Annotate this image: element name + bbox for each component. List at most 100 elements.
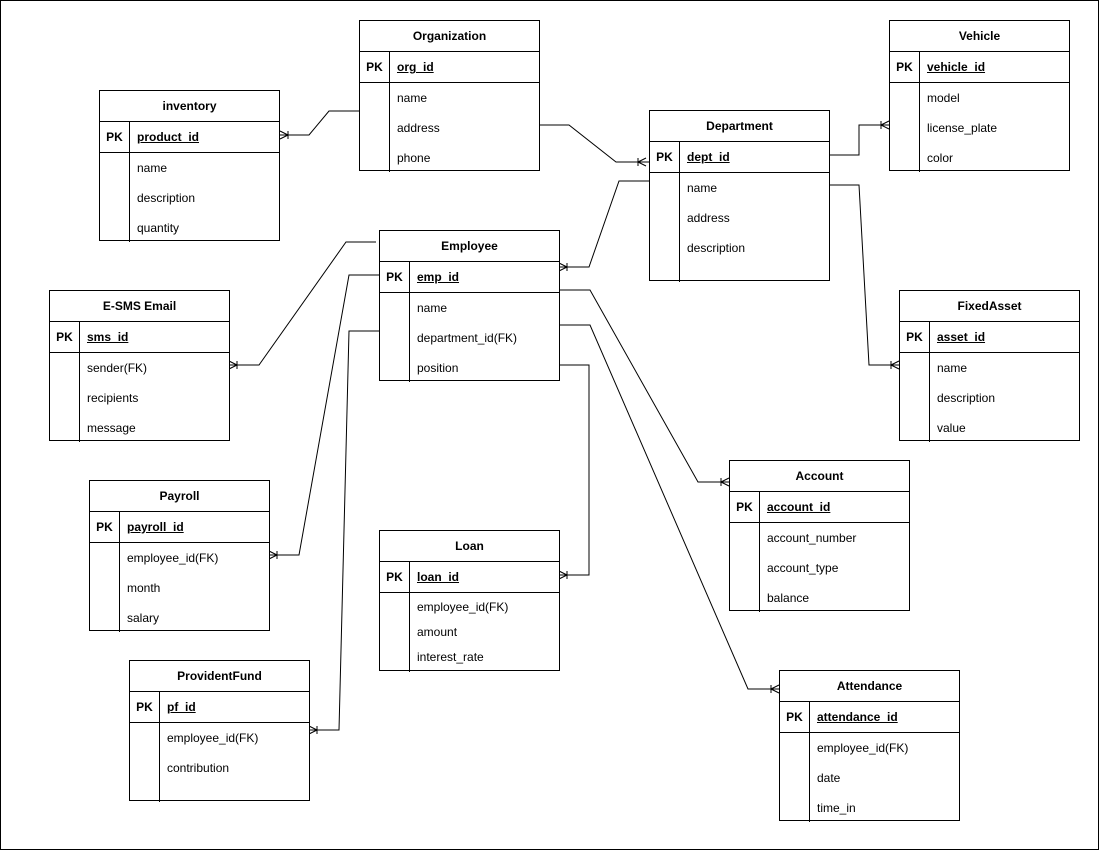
field: interest_rate: [417, 650, 484, 664]
rel-department-vehicle: [829, 124, 889, 156]
field: name: [397, 91, 428, 105]
entity-providentfund[interactable]: ProvidentFund PK pf_id employee_id(FK) c…: [129, 660, 310, 802]
field: time_in: [817, 801, 856, 815]
entity-organization[interactable]: Organization PK org_id name address phon…: [359, 20, 540, 172]
entity-department[interactable]: Department PK dept_id name address descr…: [649, 110, 830, 282]
field: account_type: [767, 561, 839, 575]
field: employee_id(FK): [167, 731, 259, 745]
field: date: [817, 771, 841, 785]
entity-inventory[interactable]: inventory PK product_id name description…: [99, 90, 280, 242]
rel-organization-inventory: [280, 110, 359, 136]
pk-row: PK dept_id: [650, 142, 829, 173]
field: account_number: [767, 531, 857, 545]
entity-vehicle[interactable]: Vehicle PK vehicle_id model license_plat…: [889, 20, 1070, 172]
pk-row: PK asset_id: [900, 322, 1079, 353]
field: color: [927, 151, 954, 165]
field: sender(FK): [87, 361, 148, 375]
pk-row: PK sms_id: [50, 322, 229, 353]
entity-esms-email[interactable]: E-SMS Email PK sms_id sender(FK) recipie…: [49, 290, 230, 442]
rel-organization-department: [539, 124, 649, 163]
field: employee_id(FK): [817, 741, 909, 755]
field: name: [687, 181, 718, 195]
entity-title: Organization: [360, 21, 539, 52]
pk-field: vehicle_id: [927, 60, 986, 74]
field-list: employee_id(FK) month salary: [90, 543, 269, 632]
field: name: [137, 161, 168, 175]
field-list: name description value: [900, 353, 1079, 442]
pk-field: asset_id: [937, 330, 986, 344]
entity-fixedasset[interactable]: FixedAsset PK asset_id name description …: [899, 290, 1080, 442]
pk-label: PK: [50, 322, 80, 352]
field: month: [127, 581, 161, 595]
pk-label: PK: [900, 322, 930, 352]
entity-title: E-SMS Email: [50, 291, 229, 322]
field: employee_id(FK): [127, 551, 219, 565]
entity-title: inventory: [100, 91, 279, 122]
field-list: employee_id(FK) contribution: [130, 723, 309, 802]
pk-label: PK: [890, 52, 920, 82]
pk-field: product_id: [137, 130, 199, 144]
pk-label: PK: [650, 142, 680, 172]
rel-employee-esms: [229, 241, 376, 366]
crowfoot-icon: [558, 262, 568, 272]
entity-attendance[interactable]: Attendance PK attendance_id employee_id(…: [779, 670, 960, 822]
pk-field: loan_id: [417, 570, 460, 584]
field-list: name address phone: [360, 83, 539, 172]
pk-row: PK vehicle_id: [890, 52, 1069, 83]
field: amount: [417, 625, 458, 639]
field: employee_id(FK): [417, 600, 509, 614]
crowfoot-icon: [228, 360, 238, 370]
entity-loan[interactable]: Loan PK loan_id employee_id(FK) amount i…: [379, 530, 560, 672]
field: message: [87, 421, 136, 435]
entity-title: Employee: [380, 231, 559, 262]
field: address: [687, 211, 730, 225]
field: department_id(FK): [417, 331, 518, 345]
pk-field: dept_id: [687, 150, 730, 164]
field: salary: [127, 611, 160, 625]
pk-label: PK: [730, 492, 760, 522]
field-list: employee_id(FK) amount interest_rate: [380, 593, 559, 672]
pk-field: org_id: [397, 60, 434, 74]
field: phone: [397, 151, 431, 165]
field-list: name address description: [650, 173, 829, 282]
pk-label: PK: [360, 52, 390, 82]
entity-employee[interactable]: Employee PK emp_id name department_id(FK…: [379, 230, 560, 382]
pk-row: PK attendance_id: [780, 702, 959, 733]
crowfoot-icon: [268, 550, 278, 560]
pk-row: PK payroll_id: [90, 512, 269, 543]
pk-label: PK: [380, 262, 410, 292]
entity-title: Account: [730, 461, 909, 492]
pk-row: PK account_id: [730, 492, 909, 523]
entity-title: Loan: [380, 531, 559, 562]
field: recipients: [87, 391, 139, 405]
rel-department-employee: [559, 180, 649, 268]
pk-field: emp_id: [417, 270, 460, 284]
field: address: [397, 121, 440, 135]
field: description: [137, 191, 196, 205]
rel-department-fixedasset: [829, 184, 899, 366]
field: description: [687, 241, 746, 255]
crowfoot-icon: [880, 120, 890, 130]
entity-title: FixedAsset: [900, 291, 1079, 322]
pk-field: payroll_id: [127, 520, 184, 534]
crowfoot-icon: [279, 130, 289, 140]
entity-title: ProvidentFund: [130, 661, 309, 692]
pk-row: PK org_id: [360, 52, 539, 83]
crowfoot-icon: [558, 570, 568, 580]
rel-employee-loan: [559, 364, 590, 576]
field-list: employee_id(FK) date time_in: [780, 733, 959, 822]
field: name: [417, 301, 448, 315]
pk-label: PK: [130, 692, 160, 722]
pk-field: pf_id: [167, 700, 196, 714]
entity-title: Department: [650, 111, 829, 142]
entity-title: Vehicle: [890, 21, 1069, 52]
field-list: sender(FK) recipients message: [50, 353, 229, 442]
pk-field: sms_id: [87, 330, 129, 344]
pk-field: attendance_id: [817, 710, 898, 724]
field-list: account_number account_type balance: [730, 523, 909, 612]
entity-payroll[interactable]: Payroll PK payroll_id employee_id(FK) mo…: [89, 480, 270, 632]
pk-row: PK loan_id: [380, 562, 559, 593]
field: model: [927, 91, 960, 105]
entity-account[interactable]: Account PK account_id account_number acc…: [729, 460, 910, 612]
